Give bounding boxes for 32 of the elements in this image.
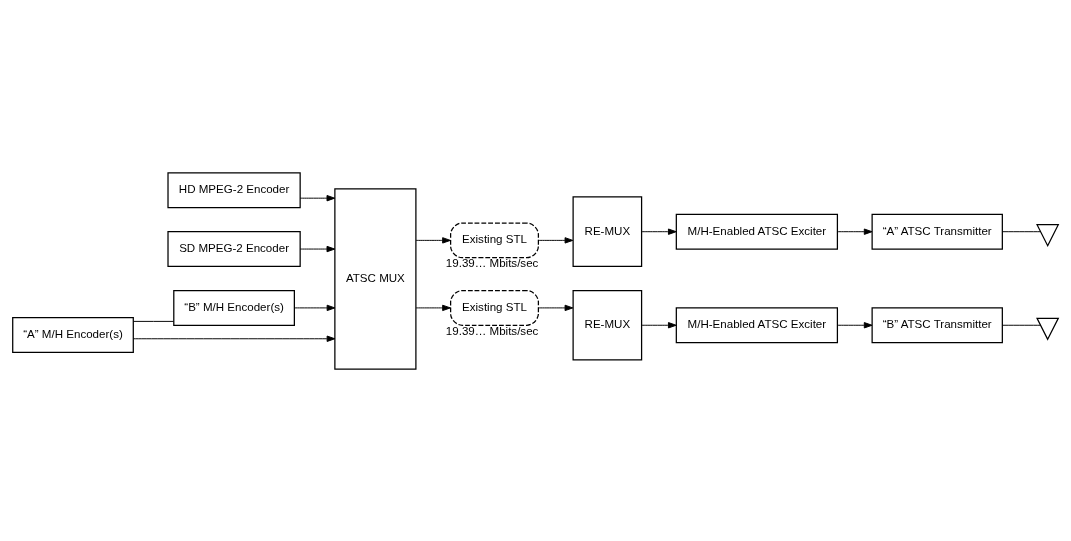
node-box: SD MPEG-2 Encoder (167, 230, 301, 267)
node-label: 19.39… Mbits/sec (445, 324, 539, 337)
arrow (299, 245, 336, 252)
arrow (641, 228, 677, 235)
arrow (293, 304, 336, 311)
node-antenna (1036, 317, 1060, 341)
arrow (641, 321, 677, 328)
arrow (415, 236, 451, 244)
connector (1001, 230, 1042, 232)
node-box: ATSC MUX (334, 187, 417, 370)
arrow (837, 228, 873, 235)
node-box: RE-MUX (572, 195, 643, 267)
node-box: “A” M/H Encoder(s) (12, 316, 134, 353)
node-box: M/H-Enabled ATSC Exciter (675, 213, 839, 250)
connector (1001, 324, 1042, 326)
node-box: Existing STL (450, 289, 539, 326)
node-antenna (1036, 223, 1060, 247)
node-box: “A” ATSC Transmitter (871, 213, 1003, 250)
node-box: M/H-Enabled ATSC Exciter (675, 306, 839, 343)
arrow (837, 321, 873, 328)
node-box: “B” ATSC Transmitter (871, 306, 1003, 343)
node-label: 19.39… Mbits/sec (445, 256, 539, 269)
arrow (133, 335, 336, 342)
arrow (538, 304, 574, 311)
arrow (415, 304, 451, 311)
node-box: HD MPEG-2 Encoder (167, 171, 301, 208)
arrow (538, 236, 574, 244)
node-box: RE-MUX (572, 289, 643, 361)
node-box: “B” M/H Encoder(s) (173, 289, 295, 326)
node-box: Existing STL (450, 221, 539, 258)
arrow (299, 194, 336, 201)
connector (132, 320, 175, 322)
